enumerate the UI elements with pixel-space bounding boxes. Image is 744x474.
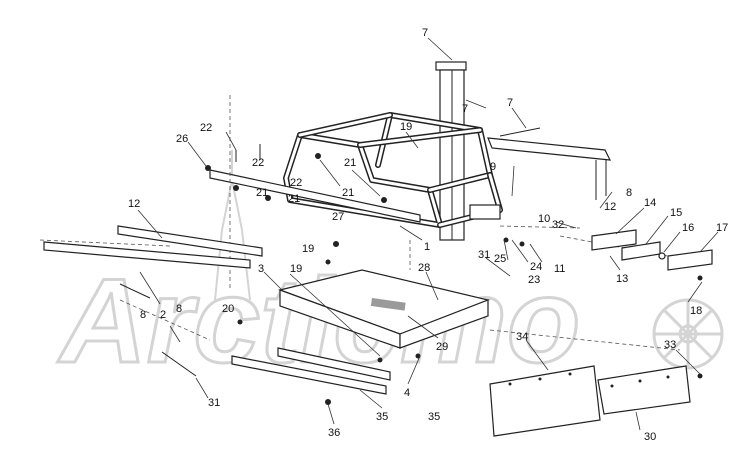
watermark-wheel-icon — [652, 298, 724, 370]
callout-3: 3 — [258, 263, 264, 275]
callout-28: 28 — [418, 262, 430, 274]
callout-16: 16 — [682, 222, 694, 234]
part-step-plates-35 — [231, 347, 391, 395]
callout-1: 1 — [424, 241, 430, 253]
callout-22c: 22 — [290, 177, 302, 189]
part-plate-30 — [597, 365, 691, 415]
callout-19d: 20 — [222, 303, 234, 315]
callout-12b: 12 — [604, 201, 616, 213]
callout-22b: 22 — [252, 157, 264, 169]
callout-5: 7 — [422, 27, 428, 39]
callout-23: 23 — [528, 274, 540, 286]
callout-14: 14 — [644, 197, 656, 209]
callout-13: 13 — [616, 273, 628, 285]
callout-31a: 31 — [208, 397, 220, 409]
callout-32: 32 — [552, 219, 564, 231]
part-post-5 — [435, 61, 467, 241]
callout-7a: 7 — [507, 97, 513, 109]
callout-4: 4 — [404, 387, 410, 399]
part-rear-rail-8 — [487, 137, 612, 200]
callout-35b: 35 — [428, 411, 440, 423]
callout-36: 36 — [328, 427, 340, 439]
callout-27: 27 — [332, 211, 344, 223]
callout-24: 24 — [530, 261, 542, 273]
callout-8a: 8 — [176, 303, 182, 315]
callout-19a: 19 — [400, 121, 412, 133]
callout-7b: 8 — [140, 309, 146, 321]
callout-21c: 21 — [288, 193, 300, 205]
fasteners — [119, 127, 703, 405]
callout-35a: 35 — [376, 411, 388, 423]
part-side-rail — [209, 169, 421, 223]
callout-26: 26 — [176, 133, 188, 145]
callout-31b: 31 — [478, 249, 490, 261]
part-brackets — [591, 229, 713, 271]
callout-21a: 21 — [342, 187, 354, 199]
callout-22a: 22 — [200, 122, 212, 134]
callout-10: 10 — [538, 213, 550, 225]
callout-6: 7 — [462, 103, 468, 115]
callout-33: 33 — [664, 339, 676, 351]
callout-18: 18 — [690, 305, 702, 317]
callout-25: 25 — [494, 253, 506, 265]
callout-9: 9 — [490, 161, 496, 173]
callout-29: 29 — [436, 341, 448, 353]
part-left-tubes — [43, 225, 263, 269]
callouts: 7 7 7 19 21 26 22 22 22 21 21 21 12 27 1… — [128, 27, 728, 443]
callout-8b: 8 — [626, 187, 632, 199]
callout-19b: 19 — [302, 243, 314, 255]
callout-15: 15 — [670, 207, 682, 219]
callout-2: 2 — [160, 309, 166, 321]
callout-12a: 12 — [128, 198, 140, 210]
watermark: Arcticmo — [56, 150, 724, 390]
callout-19c: 19 — [290, 263, 302, 275]
callout-21b: 21 — [256, 187, 268, 199]
callout-11: 11 — [554, 263, 565, 275]
callout-34: 34 — [516, 331, 528, 343]
callout-20: 21 — [344, 157, 356, 169]
leader-lines — [137, 37, 719, 431]
watermark-text: Arcticmo — [57, 254, 580, 388]
part-tray-3 — [277, 269, 491, 349]
part-tube-frame — [283, 112, 503, 228]
part-plate-34 — [489, 365, 601, 437]
callout-30: 30 — [644, 431, 656, 443]
callout-17: 17 — [716, 222, 728, 234]
